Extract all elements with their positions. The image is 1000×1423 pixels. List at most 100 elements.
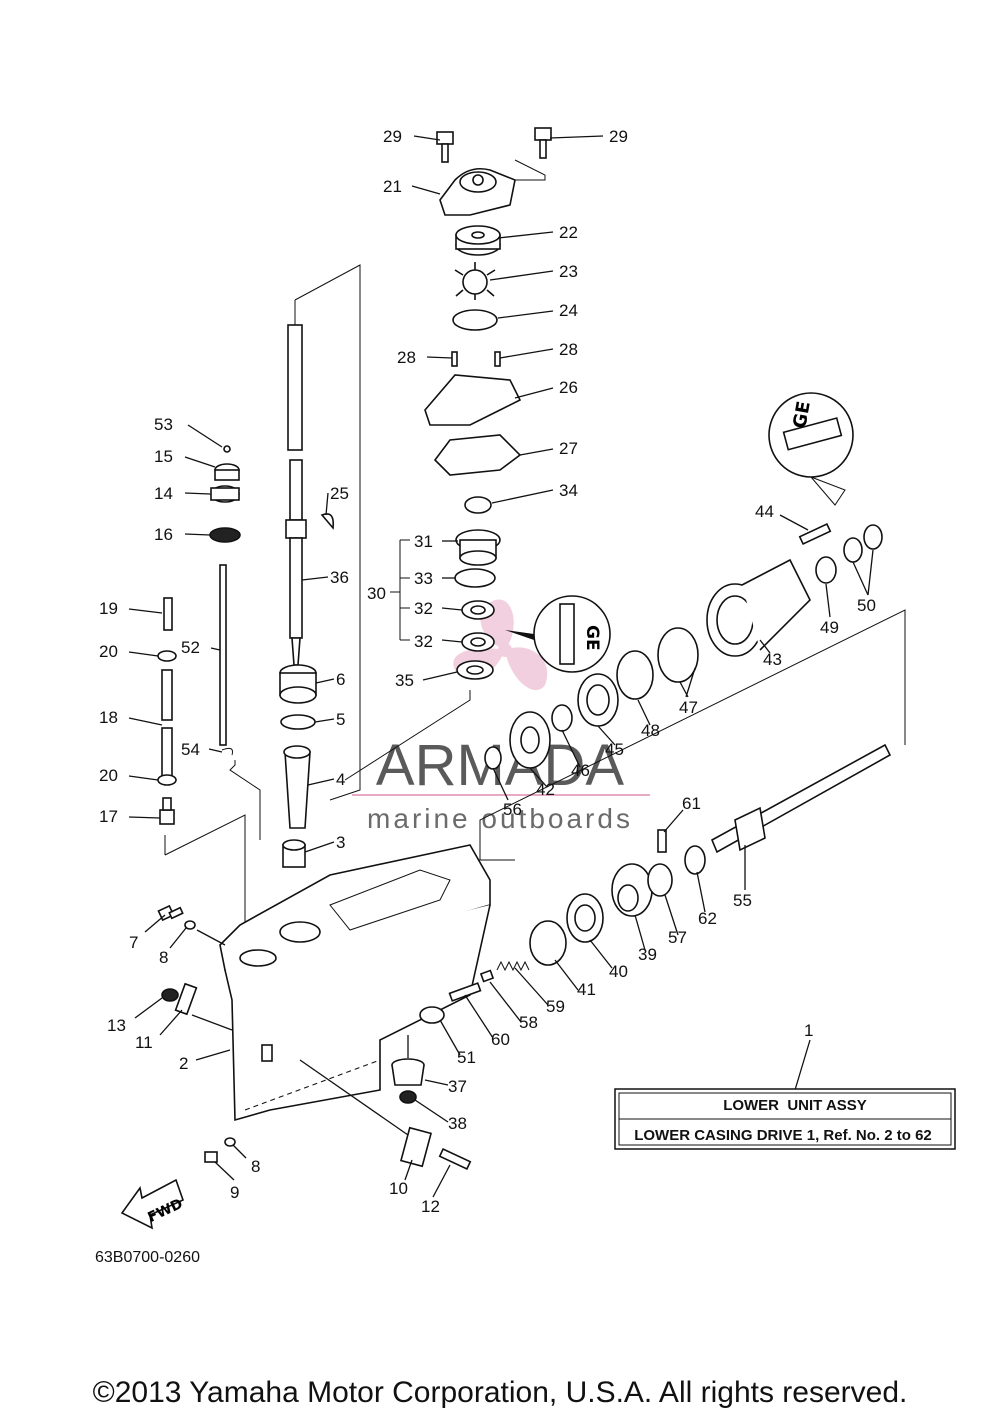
callout-29: 29 bbox=[383, 127, 402, 146]
hose-clamp-20-upper bbox=[157, 650, 177, 662]
o-ring-33 bbox=[454, 568, 496, 588]
impeller bbox=[454, 262, 496, 300]
callout-28: 28 bbox=[397, 348, 416, 367]
cross-pin-61 bbox=[657, 829, 667, 853]
bolt-29-right bbox=[534, 127, 552, 159]
callout-16: 16 bbox=[154, 525, 173, 544]
callout-54: 54 bbox=[181, 740, 200, 759]
callout-40: 40 bbox=[609, 962, 628, 981]
callout-18: 18 bbox=[99, 708, 118, 727]
callout-37: 37 bbox=[448, 1077, 467, 1096]
callout-36: 36 bbox=[330, 568, 349, 587]
dog-clutch-57 bbox=[647, 863, 673, 897]
lower-casing-2 bbox=[219, 844, 491, 1122]
callout-9: 9 bbox=[230, 1183, 239, 1202]
callout-22: 22 bbox=[559, 223, 578, 242]
callout-11: 11 bbox=[135, 1033, 153, 1052]
callout-48: 48 bbox=[641, 721, 660, 740]
callout-44: 44 bbox=[755, 502, 774, 521]
svg-text:GE: GE bbox=[582, 625, 602, 651]
shift-plunger-60 bbox=[448, 982, 482, 1002]
o-ring-48 bbox=[616, 650, 654, 700]
grommet-16 bbox=[209, 527, 241, 543]
nut-38 bbox=[399, 1090, 417, 1104]
impeller-insert bbox=[455, 225, 501, 256]
dowel-pin-28-left bbox=[451, 351, 458, 367]
outer-plate-cartridge bbox=[424, 374, 522, 426]
grease-callout-lower: GE bbox=[505, 595, 611, 673]
callout-5: 5 bbox=[336, 710, 345, 729]
shim-5 bbox=[280, 714, 316, 730]
forward-gear-42 bbox=[509, 711, 551, 769]
callout-6: 6 bbox=[336, 670, 345, 689]
callout-39: 39 bbox=[638, 945, 657, 964]
callout-20: 20 bbox=[99, 766, 118, 785]
callout-57: 57 bbox=[668, 928, 687, 947]
watermark-tagline: marine outboards bbox=[367, 803, 633, 834]
fwd-arrow-icon: FWD bbox=[120, 1178, 185, 1230]
callout-51: 51 bbox=[457, 1048, 476, 1067]
callout-10: 10 bbox=[389, 1179, 408, 1198]
callout-53: 53 bbox=[154, 415, 173, 434]
o-ring-24 bbox=[452, 309, 498, 331]
callout-3: 3 bbox=[336, 833, 345, 852]
watermark-brand: ARMADA bbox=[376, 733, 624, 798]
callout-21: 21 bbox=[383, 177, 402, 196]
callout-13: 13 bbox=[107, 1016, 126, 1035]
callout-27: 27 bbox=[559, 439, 578, 458]
callout-12: 12 bbox=[421, 1197, 440, 1216]
callout-38: 38 bbox=[448, 1114, 467, 1133]
cross-pin-58 bbox=[479, 969, 495, 983]
propeller-shaft-55 bbox=[710, 743, 892, 854]
plate-11 bbox=[174, 982, 198, 1016]
assembly-title: LOWER UNIT ASSY bbox=[723, 1097, 867, 1114]
callout-42: 42 bbox=[536, 780, 555, 799]
callout-19: 19 bbox=[99, 599, 118, 618]
washer-8-upper bbox=[184, 920, 196, 930]
callout-29: 29 bbox=[609, 127, 628, 146]
callout-47: 47 bbox=[679, 698, 698, 717]
taper-roller-bearing-45 bbox=[577, 673, 619, 727]
assembly-subtitle: LOWER CASING DRIVE 1, Ref. No. 2 to 62 bbox=[634, 1127, 932, 1144]
circlip-53 bbox=[223, 445, 231, 453]
callout-28: 28 bbox=[559, 340, 578, 359]
needle-bearing-3 bbox=[282, 839, 306, 868]
callout-24: 24 bbox=[559, 301, 578, 320]
shim-56 bbox=[484, 746, 502, 770]
oil-seal-housing-31 bbox=[455, 529, 501, 566]
callout-33: 33 bbox=[414, 569, 433, 588]
callout-labels: 29 29 21 22 23 24 28 28 26 27 34 31 33 3… bbox=[99, 127, 876, 1216]
callout-7: 7 bbox=[129, 933, 138, 952]
diagram-code: 63B0700-0260 bbox=[95, 1249, 200, 1266]
grease-callout-upper: GE bbox=[768, 392, 854, 506]
lower-unit-assy-box: LOWER UNIT ASSY LOWER CASING DRIVE 1, Re… bbox=[614, 1088, 956, 1150]
callout-60: 60 bbox=[491, 1030, 510, 1049]
svg-text:GE: GE bbox=[789, 400, 814, 430]
o-ring-47 bbox=[657, 627, 699, 683]
dowel-pin-28-right bbox=[494, 351, 501, 367]
callout-45: 45 bbox=[605, 740, 624, 759]
trim-tab-10 bbox=[399, 1126, 433, 1168]
propeller-shaft-housing-43 bbox=[706, 558, 811, 657]
reverse-gear-39 bbox=[611, 863, 653, 917]
nut-13 bbox=[161, 988, 179, 1002]
callout-1: 1 bbox=[804, 1021, 813, 1040]
callout-58: 58 bbox=[519, 1013, 538, 1032]
callout-55: 55 bbox=[733, 891, 752, 910]
callout-35: 35 bbox=[395, 671, 414, 690]
callout-34: 34 bbox=[559, 481, 578, 500]
callout-17: 17 bbox=[99, 807, 118, 826]
callout-56: 56 bbox=[503, 800, 522, 819]
callout-49: 49 bbox=[820, 618, 839, 637]
copyright-notice: ©2013 Yamaha Motor Corporation, U.S.A. A… bbox=[92, 1376, 908, 1409]
circlip-54 bbox=[221, 747, 233, 756]
callout-31: 31 bbox=[414, 532, 433, 551]
callout-4: 4 bbox=[336, 770, 345, 789]
spring-62 bbox=[684, 845, 706, 875]
pinion-37 bbox=[391, 1058, 425, 1086]
callout-61: 61 bbox=[682, 794, 701, 813]
armada-watermark: ARMADA marine outboards bbox=[352, 599, 650, 834]
hose-18 bbox=[161, 669, 173, 777]
callout-8: 8 bbox=[159, 948, 168, 967]
